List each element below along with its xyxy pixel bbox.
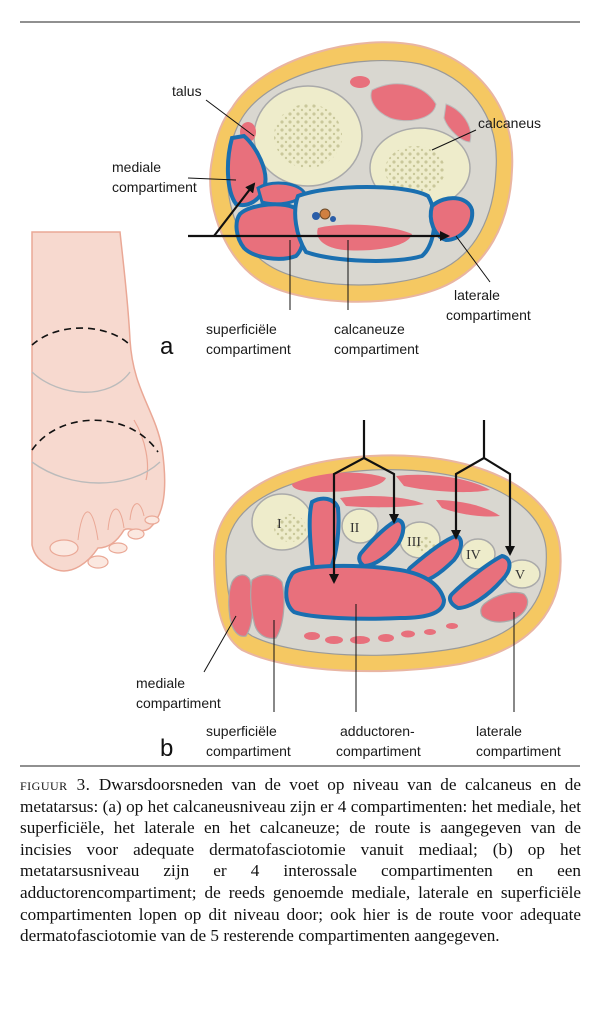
label-calcaneuze-2: compartiment [334, 341, 419, 357]
label-laterale-b-2: compartiment [476, 743, 561, 759]
label-laterale-a-2: compartiment [446, 307, 531, 323]
numeral-II: II [350, 521, 360, 536]
label-superficiele-b-1: superficiële [206, 723, 277, 739]
numeral-III: III [407, 535, 421, 550]
label-adductoren-2: compartiment [336, 743, 421, 759]
toe-nail-5 [144, 515, 160, 525]
incision-arrows-left [329, 420, 366, 584]
superficial-compartment-b [250, 574, 285, 639]
label-superficiele-a-1: superficiële [206, 321, 277, 337]
cross-section-calcaneus [187, 41, 514, 310]
section-ring-a [31, 327, 131, 346]
numeral-IV: IV [466, 548, 481, 563]
label-laterale-b-1: laterale [476, 723, 522, 739]
toe-nail-2 [87, 555, 109, 569]
incision-arrows-right [451, 420, 486, 540]
label-talus: talus [172, 83, 202, 99]
numeral-V: V [515, 568, 525, 583]
label-calcaneuze-1: calcaneuze [334, 321, 405, 337]
label-superficiele-b-2: compartiment [206, 743, 291, 759]
adductor-compartment [284, 563, 447, 621]
caption-text: Dwarsdoorsneden van de voet op niveau va… [20, 775, 582, 946]
label-mediale-b-1: mediale [136, 675, 185, 691]
metatarsal-II [341, 508, 379, 544]
label-laterale-a-1: laterale [454, 287, 500, 303]
caption-figure-label: figuur 3. [20, 775, 91, 794]
label-calcaneus: calcaneus [478, 115, 541, 131]
interosseous-4 [448, 553, 512, 611]
figure-caption: figuur 3. Dwarsdoorsneden van de voet op… [20, 774, 581, 947]
foot-illustration [31, 231, 166, 572]
superficial-compartment-a [234, 202, 306, 261]
label-mediale-b-2: compartiment [136, 695, 221, 711]
numeral-I: I [277, 517, 282, 532]
lateral-compartment-b [480, 591, 529, 623]
metatarsal-IV [460, 538, 496, 570]
toe-nail-big [49, 539, 79, 557]
lateral-compartment-a [428, 196, 475, 243]
medial-compartment-a [225, 133, 268, 207]
cross-section-metatarsus [203, 420, 562, 712]
panel-letter-b: b [160, 735, 173, 762]
medial-compartment-b [228, 574, 254, 637]
label-superficiele-a-2: compartiment [206, 341, 291, 357]
toe-nail-3 [108, 542, 128, 554]
label-mediale-a-2: compartiment [112, 179, 197, 195]
label-mediale-a-1: mediale [112, 159, 161, 175]
toe-nail-4 [127, 528, 145, 540]
figure: talus calcaneus mediale compartiment lat… [20, 21, 580, 767]
section-ring-b [31, 419, 159, 453]
label-adductoren-1: adductoren- [340, 723, 415, 739]
interosseous-2 [357, 517, 406, 569]
incision-arrow-diagonal [213, 182, 256, 237]
panel-letter-a: a [160, 333, 174, 360]
